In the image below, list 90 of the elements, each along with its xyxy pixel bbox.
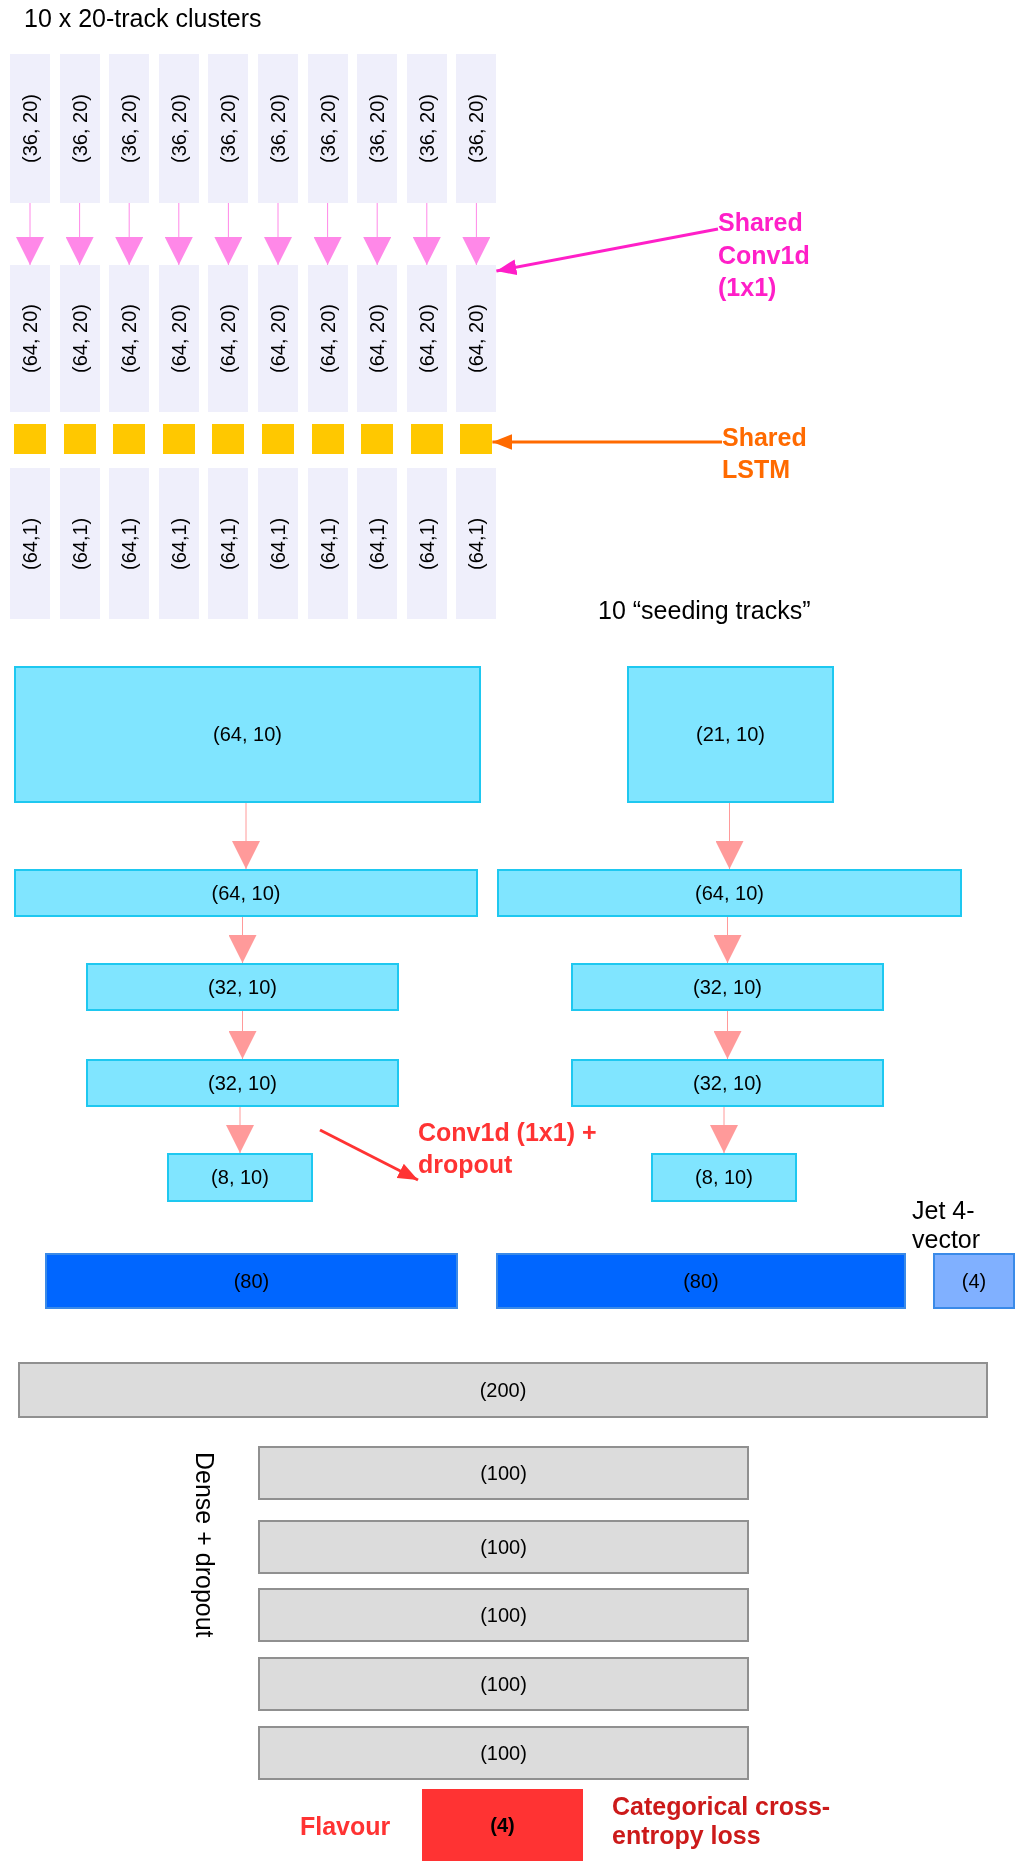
arrow <box>412 202 441 266</box>
tensor-column: (36, 20) <box>406 54 447 203</box>
lstm-square <box>162 424 195 454</box>
arrow <box>710 1106 738 1154</box>
tensor-column: (64, 20) <box>456 265 497 412</box>
arrow <box>228 1010 257 1060</box>
layer-box: (8, 10) <box>167 1153 313 1202</box>
layer-label: Shared Conv1d (1x1) <box>718 205 868 305</box>
lstm-square <box>212 424 245 454</box>
dense-layer-box: (100) <box>258 1588 749 1642</box>
side-label: Dense + dropout <box>190 1452 219 1638</box>
arrow <box>713 916 742 964</box>
tensor-column: (64,1) <box>59 468 100 619</box>
arrow <box>214 202 243 266</box>
layer-label: Shared LSTM <box>722 418 872 488</box>
tensor-column: (36, 20) <box>357 54 398 203</box>
arrow <box>319 1128 419 1182</box>
arrow <box>313 202 342 266</box>
arrow <box>462 202 491 266</box>
layer-box: (80) <box>496 1253 906 1309</box>
tensor-column: (36, 20) <box>258 54 298 203</box>
tensor-column: (36, 20) <box>10 54 50 203</box>
tensor-column: (36, 20) <box>456 54 497 203</box>
lstm-square <box>311 424 344 454</box>
tensor-column: (64,1) <box>208 468 249 619</box>
arrow <box>164 202 193 266</box>
input-box: (4) <box>933 1253 1015 1309</box>
dense-layer-box: (100) <box>258 1520 749 1574</box>
tensor-column: (64, 20) <box>307 265 348 412</box>
lstm-square <box>14 424 46 454</box>
arrow <box>363 202 392 266</box>
tensor-column: (64,1) <box>456 468 497 619</box>
layer-box: (32, 10) <box>86 1059 399 1107</box>
arrow <box>232 802 260 870</box>
layer-box: (8, 10) <box>651 1153 797 1202</box>
layer-box: (21, 10) <box>627 666 834 803</box>
tensor-column: (64,1) <box>406 468 447 619</box>
layer-box: (32, 10) <box>86 963 399 1011</box>
section-heading: 10 “seeding tracks” <box>598 596 811 625</box>
diagram-heading: 10 x 20-track clusters <box>24 4 262 33</box>
dense-layer-box: (100) <box>258 1446 749 1500</box>
tensor-column: (64,1) <box>307 468 348 619</box>
lstm-square <box>460 424 493 454</box>
output-label: Flavour <box>300 1812 391 1841</box>
arrow <box>16 202 44 266</box>
layer-label: Conv1d (1x1) + dropout <box>418 1110 618 1186</box>
output-box: (4) <box>422 1789 583 1861</box>
tensor-column: (64,1) <box>158 468 199 619</box>
lstm-square <box>63 424 96 454</box>
tensor-column: (64, 20) <box>59 265 100 412</box>
tensor-column: (64,1) <box>357 468 398 619</box>
lstm-square <box>113 424 146 454</box>
tensor-column: (64,1) <box>109 468 150 619</box>
beside-label: Jet 4-vector <box>912 1196 982 1254</box>
arrow <box>713 1010 742 1060</box>
tensor-column: (36, 20) <box>109 54 150 203</box>
tensor-column: (64,1) <box>258 468 298 619</box>
arrow <box>228 916 257 964</box>
tensor-column: (64, 20) <box>10 265 50 412</box>
arrow <box>492 434 722 450</box>
loss-label: Categorical cross-entropy loss <box>612 1792 832 1850</box>
dense-layer-box: (100) <box>258 1726 749 1780</box>
layer-box: (64, 10) <box>14 666 481 803</box>
lstm-square <box>262 424 294 454</box>
tensor-column: (36, 20) <box>307 54 348 203</box>
tensor-column: (36, 20) <box>158 54 199 203</box>
lstm-square <box>410 424 443 454</box>
arrow <box>115 202 144 266</box>
tensor-column: (64, 20) <box>208 265 249 412</box>
tensor-column: (36, 20) <box>208 54 249 203</box>
tensor-column: (64,1) <box>10 468 50 619</box>
dense-layer-box: (200) <box>18 1362 988 1418</box>
tensor-column: (64, 20) <box>406 265 447 412</box>
lstm-square <box>361 424 394 454</box>
arrow <box>715 802 744 870</box>
arrow <box>226 1106 254 1154</box>
tensor-column: (64, 20) <box>357 265 398 412</box>
tensor-column: (36, 20) <box>59 54 100 203</box>
layer-box: (64, 10) <box>497 869 962 917</box>
layer-box: (32, 10) <box>571 1059 884 1107</box>
layer-box: (64, 10) <box>14 869 478 917</box>
layer-box: (80) <box>45 1253 458 1309</box>
arrow <box>65 202 94 266</box>
dense-layer-box: (100) <box>258 1657 749 1711</box>
tensor-column: (64, 20) <box>109 265 150 412</box>
arrow <box>264 202 292 266</box>
arrow <box>496 227 719 276</box>
layer-box: (32, 10) <box>571 963 884 1011</box>
tensor-column: (64, 20) <box>258 265 298 412</box>
tensor-column: (64, 20) <box>158 265 199 412</box>
